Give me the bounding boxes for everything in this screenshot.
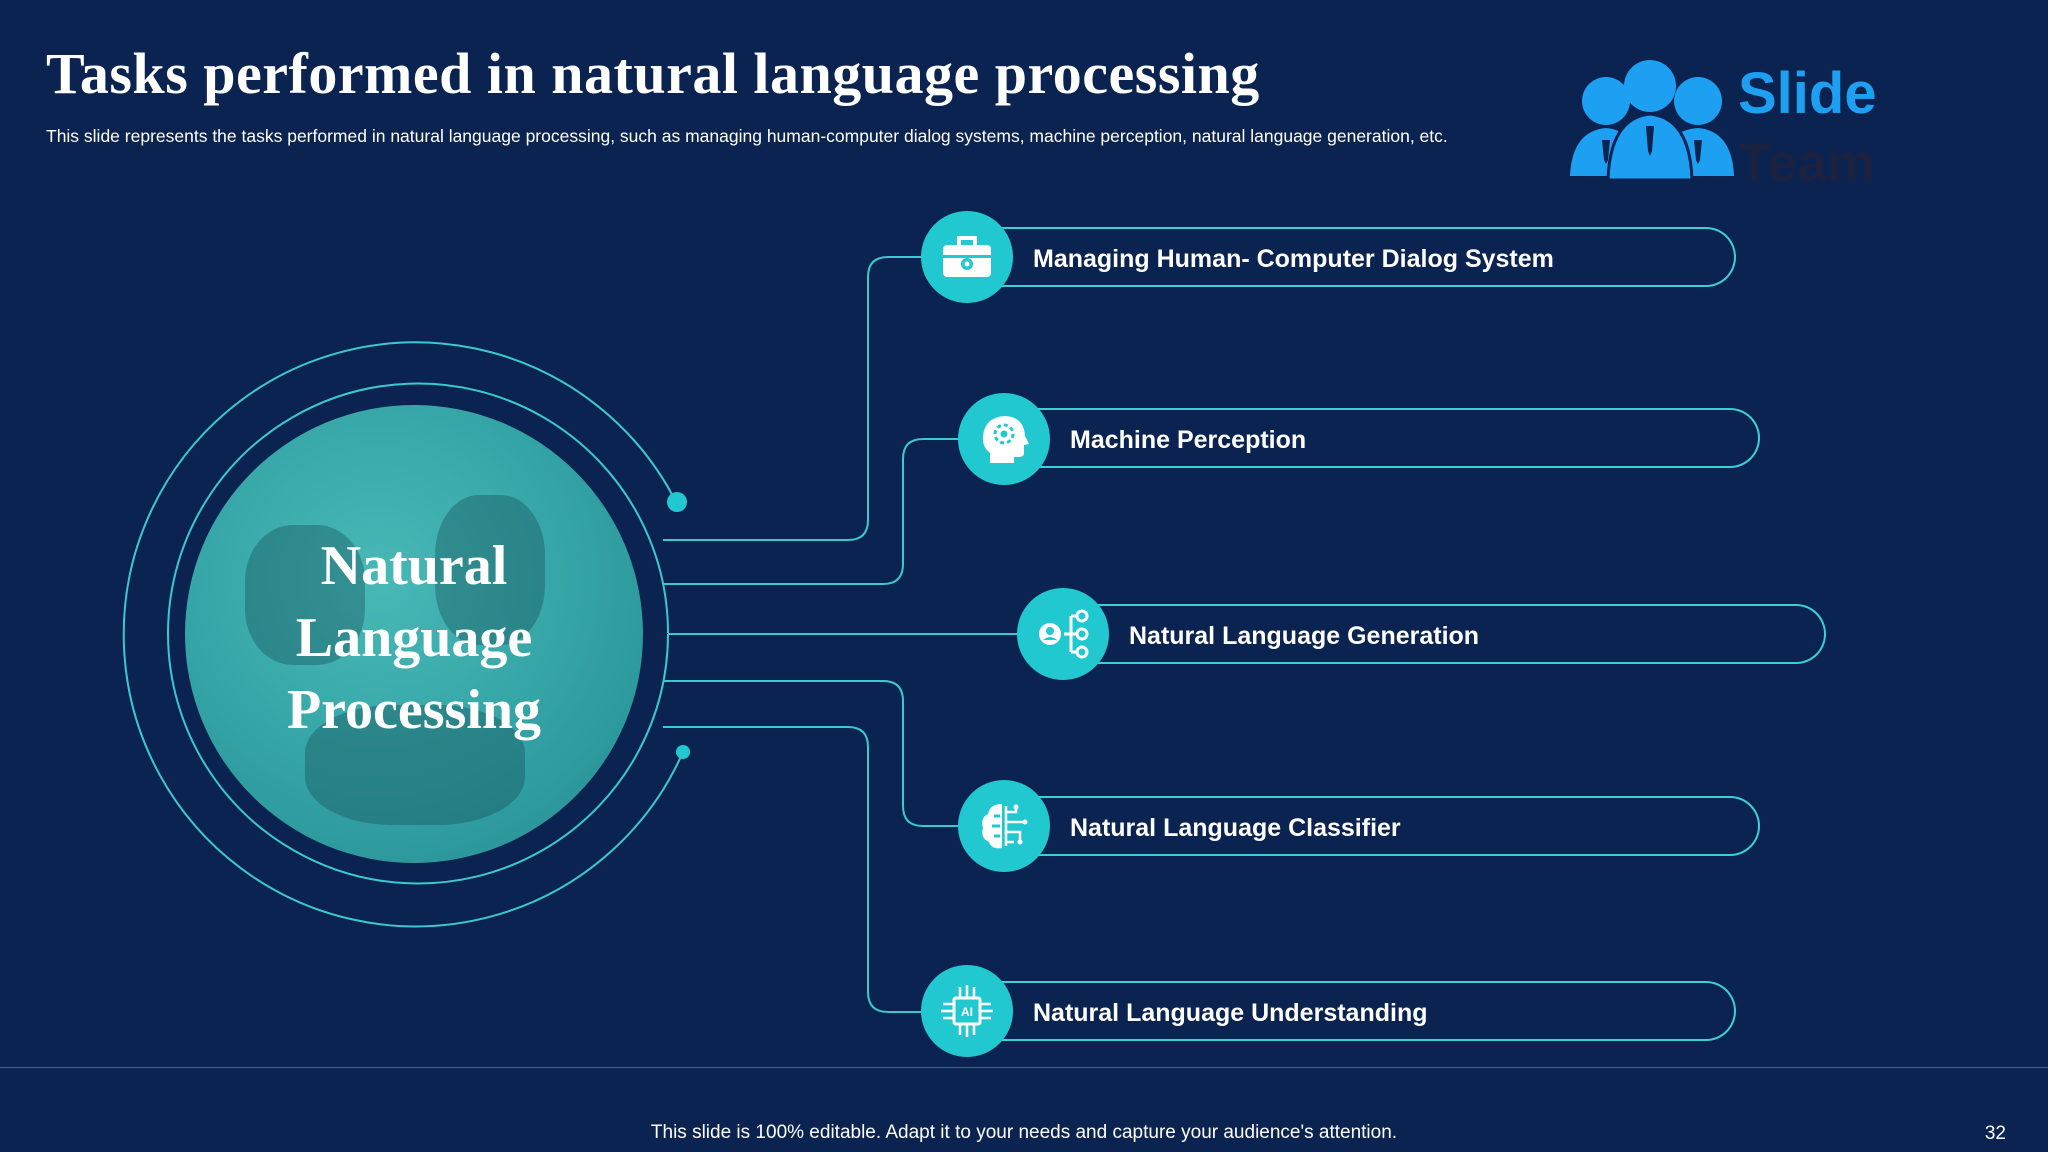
ring-dot-bottom <box>676 745 690 759</box>
logo-word-team: Team <box>1738 133 1876 193</box>
connector-2 <box>663 438 998 585</box>
person-network-icon <box>1017 588 1109 680</box>
page-number: 32 <box>1984 1123 2006 1144</box>
toolbox-icon <box>921 211 1013 303</box>
task-label: Natural Language Understanding <box>1033 999 1428 1027</box>
connector-4 <box>663 680 998 827</box>
svg-text:AI: AI <box>961 1005 973 1019</box>
task-label: Natural Language Generation <box>1129 622 1480 650</box>
footer-divider <box>0 1067 2048 1068</box>
hub-circle <box>185 405 643 863</box>
slide-title: Tasks performed in natural language proc… <box>46 41 1260 106</box>
head-gear-icon <box>958 393 1050 485</box>
hub-label: Natural Language Processing <box>185 530 643 746</box>
task-label: Machine Perception <box>1070 426 1307 454</box>
brain-circuit-icon <box>958 780 1050 872</box>
connector-1 <box>663 256 960 541</box>
connector-5 <box>663 726 960 1013</box>
inner-ring <box>167 382 669 885</box>
task-label: Managing Human- Computer Dialog System <box>1033 245 1554 273</box>
hub-label-line1: Natural <box>320 535 508 597</box>
outer-ring <box>122 341 684 928</box>
footer-note: This slide is 100% editable. Adapt it to… <box>650 1122 1398 1143</box>
logo-word-slide: Slide <box>1738 61 1877 126</box>
task-item-language-generation: Natural Language Generation <box>1063 604 1826 664</box>
slideteam-logo-icon <box>1570 60 1734 182</box>
hub-label-line3: Processing <box>286 679 542 741</box>
ai-chip-icon: AI <box>921 965 1013 1057</box>
task-item-language-understanding: Natural Language Understanding <box>968 981 1736 1041</box>
task-label: Natural Language Classifier <box>1070 814 1401 842</box>
hub-label-line2: Language <box>295 607 533 669</box>
slide-subtitle: This slide represents the tasks performe… <box>46 126 1448 146</box>
task-item-language-classifier: Natural Language Classifier <box>1005 796 1760 856</box>
ring-dot-top <box>667 492 687 512</box>
task-item-dialog-system: Managing Human- Computer Dialog System <box>968 227 1736 287</box>
task-item-machine-perception: Machine Perception <box>1005 408 1760 468</box>
